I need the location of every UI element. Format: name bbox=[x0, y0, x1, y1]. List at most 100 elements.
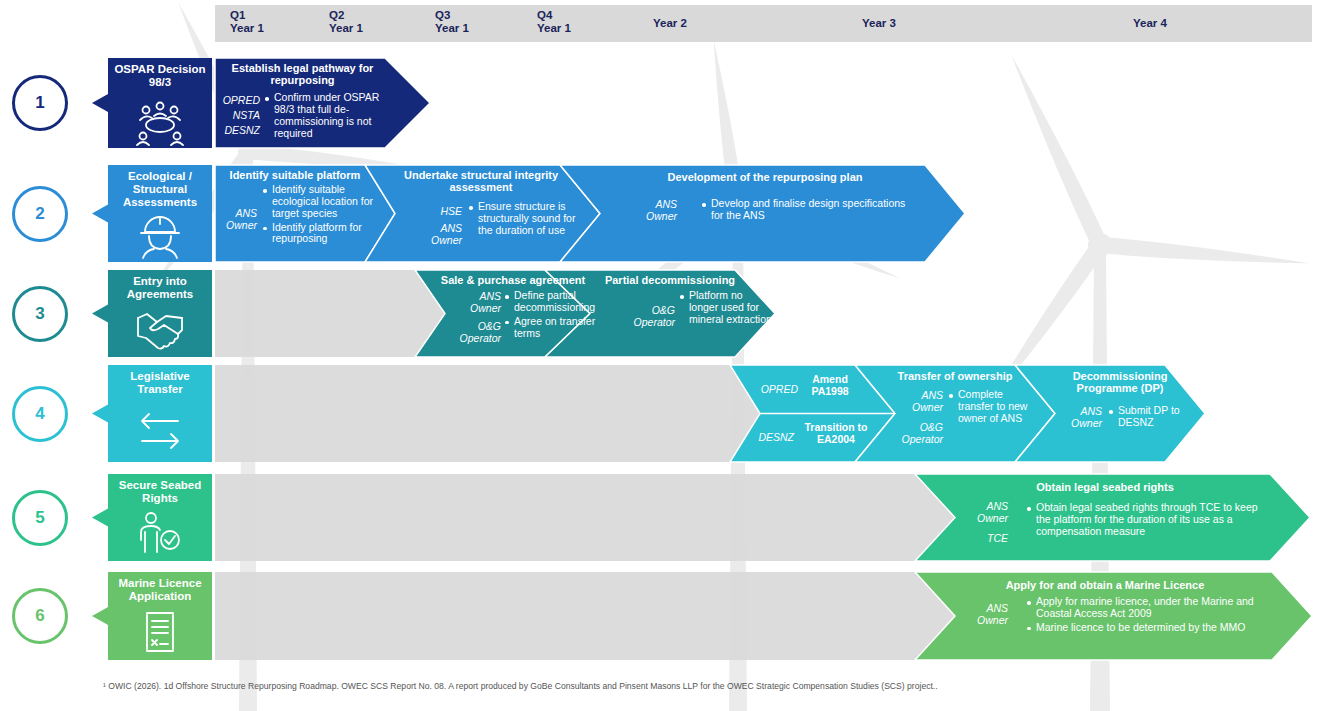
step-circle: 2 bbox=[12, 186, 68, 242]
icon-part bbox=[174, 133, 181, 140]
stage-title: Transfer of ownership bbox=[885, 370, 1025, 382]
role-label: ANS Owner bbox=[963, 500, 1008, 524]
role-label: O&G Operator bbox=[443, 320, 501, 344]
bullet-text: Ensure structure is structurally sound f… bbox=[467, 201, 589, 237]
category-shape bbox=[92, 572, 212, 660]
timeline-period: Q2 Year 1 bbox=[329, 9, 369, 34]
role-label: ANS Owner bbox=[963, 602, 1008, 626]
timeline-period: Year 3 bbox=[862, 17, 942, 30]
chevron-divider bbox=[760, 413, 895, 415]
icon-part bbox=[142, 434, 178, 448]
icon-part bbox=[138, 314, 182, 322]
category-box: Legislative Transfer bbox=[92, 365, 212, 462]
stage-chevron: Obtain legal seabed rightsANS OwnerTCEOb… bbox=[915, 474, 1310, 561]
role-label: O&G Operator bbox=[885, 421, 943, 445]
category-shape bbox=[92, 270, 212, 357]
category-box: Entry into Agreements bbox=[92, 270, 212, 357]
bullet-text: Marine licence to be determined by the M… bbox=[1025, 622, 1265, 634]
chevron-shape bbox=[915, 474, 1310, 561]
stage-title: Partial decommissioning bbox=[585, 274, 755, 286]
bullet-text: Complete transfer to new owner of ANS bbox=[947, 389, 1041, 425]
bullet-text: Confirm under OSPAR 98/3 that full de-co… bbox=[263, 92, 387, 139]
timeline-period: Year 2 bbox=[653, 17, 733, 30]
role-label: DESNZ bbox=[215, 124, 260, 136]
role-label: TCE bbox=[963, 532, 1008, 544]
category-title: Entry into Agreements bbox=[114, 275, 206, 301]
turbine-watermark bbox=[148, 0, 1310, 711]
category-shape bbox=[92, 58, 212, 148]
chevron-shape bbox=[545, 270, 775, 357]
step-circle: 4 bbox=[12, 386, 68, 442]
category-title: Legislative Transfer bbox=[114, 370, 206, 396]
category-box: OSPAR Decision 98/3 bbox=[92, 58, 212, 148]
bullet-text: Identify suitable ecological location fo… bbox=[261, 184, 377, 220]
category-title: OSPAR Decision 98/3 bbox=[114, 63, 206, 89]
role-label: ANS Owner bbox=[417, 222, 462, 246]
category-icons bbox=[137, 103, 183, 652]
role-label: HSE bbox=[417, 205, 462, 217]
icon-part bbox=[150, 322, 178, 334]
chevron-shape bbox=[365, 165, 600, 262]
icon-part bbox=[145, 217, 175, 232]
icon-part bbox=[149, 236, 171, 249]
bullet-text: Submit DP to DESNZ bbox=[1107, 405, 1187, 429]
icon-part bbox=[143, 249, 177, 258]
turbine-hub bbox=[1088, 233, 1112, 257]
timeline-period: Q1 Year 1 bbox=[230, 9, 270, 34]
bullet-list: Submit DP to DESNZ bbox=[1107, 405, 1187, 431]
action-title: Amend PA1998 bbox=[800, 374, 860, 398]
icon-part bbox=[152, 621, 168, 633]
icon-part bbox=[141, 526, 160, 552]
icon-part bbox=[161, 531, 179, 549]
icon-part bbox=[142, 414, 178, 428]
timeline-period: Q3 Year 1 bbox=[435, 9, 475, 34]
bullet-text: Apply for marine licence, under the Mari… bbox=[1025, 596, 1265, 620]
icon-part bbox=[171, 107, 178, 114]
meeting-icon bbox=[137, 103, 183, 146]
bullet-list: Ensure structure is structurally sound f… bbox=[467, 201, 589, 239]
icon-part bbox=[137, 142, 183, 145]
role-label: NSTA bbox=[215, 109, 260, 121]
icon-part bbox=[146, 118, 174, 132]
bullet-list: Develop and finalise design specificatio… bbox=[700, 198, 910, 224]
empty-band bbox=[215, 365, 765, 462]
role-label: ANS Owner bbox=[893, 389, 943, 413]
role-label: DESNZ bbox=[748, 431, 794, 443]
icon-part bbox=[165, 536, 175, 544]
category-title: Ecological / Structural Assessments bbox=[114, 170, 206, 209]
icon-part bbox=[138, 318, 182, 349]
step-circle: 1 bbox=[12, 75, 68, 131]
stage-title: Establish legal pathway for repurposing bbox=[215, 62, 390, 87]
bullet-list: Obtain legal seabed rights through TCE t… bbox=[1025, 502, 1265, 540]
empty-band bbox=[215, 474, 960, 561]
timeline-header-bar bbox=[215, 5, 1312, 42]
chevron-shape bbox=[1015, 365, 1205, 462]
bullet-text: Platform no longer used for mineral extr… bbox=[678, 290, 774, 326]
stage-title: Decommissioning Programme (DP) bbox=[1055, 370, 1185, 395]
bullet-list: Identify suitable ecological location fo… bbox=[261, 184, 377, 247]
category-title: Secure Seabed Rights bbox=[114, 479, 206, 505]
stage-title: Undertake structural integrity assessmen… bbox=[397, 169, 565, 194]
bullet-text: Obtain legal seabed rights through TCE t… bbox=[1025, 502, 1265, 538]
step-number: 2 bbox=[12, 186, 68, 242]
role-label: ANS Owner bbox=[632, 198, 677, 222]
chevron-shape bbox=[915, 572, 1312, 660]
timeline-period: Year 4 bbox=[1133, 17, 1213, 30]
role-label: ANS Owner bbox=[215, 207, 257, 231]
bullet-list: Apply for marine licence, under the Mari… bbox=[1025, 596, 1265, 636]
step-circle: 3 bbox=[12, 286, 68, 342]
icon-part bbox=[140, 114, 180, 121]
timeline-period: Q4 Year 1 bbox=[537, 9, 577, 34]
category-box: Ecological / Structural Assessments bbox=[92, 165, 212, 262]
step-number: 1 bbox=[12, 75, 68, 131]
turbine-blade bbox=[1099, 237, 1310, 271]
step-number: 6 bbox=[12, 588, 68, 644]
role-label: O&G Operator bbox=[617, 304, 675, 328]
icon-part bbox=[141, 217, 179, 233]
step-circle: 6 bbox=[12, 588, 68, 644]
icon-part bbox=[140, 133, 147, 140]
icon-part bbox=[146, 513, 156, 523]
stage-chevron: Decommissioning Programme (DP)ANS OwnerS… bbox=[1015, 365, 1205, 462]
stage-chevron: Undertake structural integrity assessmen… bbox=[365, 165, 600, 262]
